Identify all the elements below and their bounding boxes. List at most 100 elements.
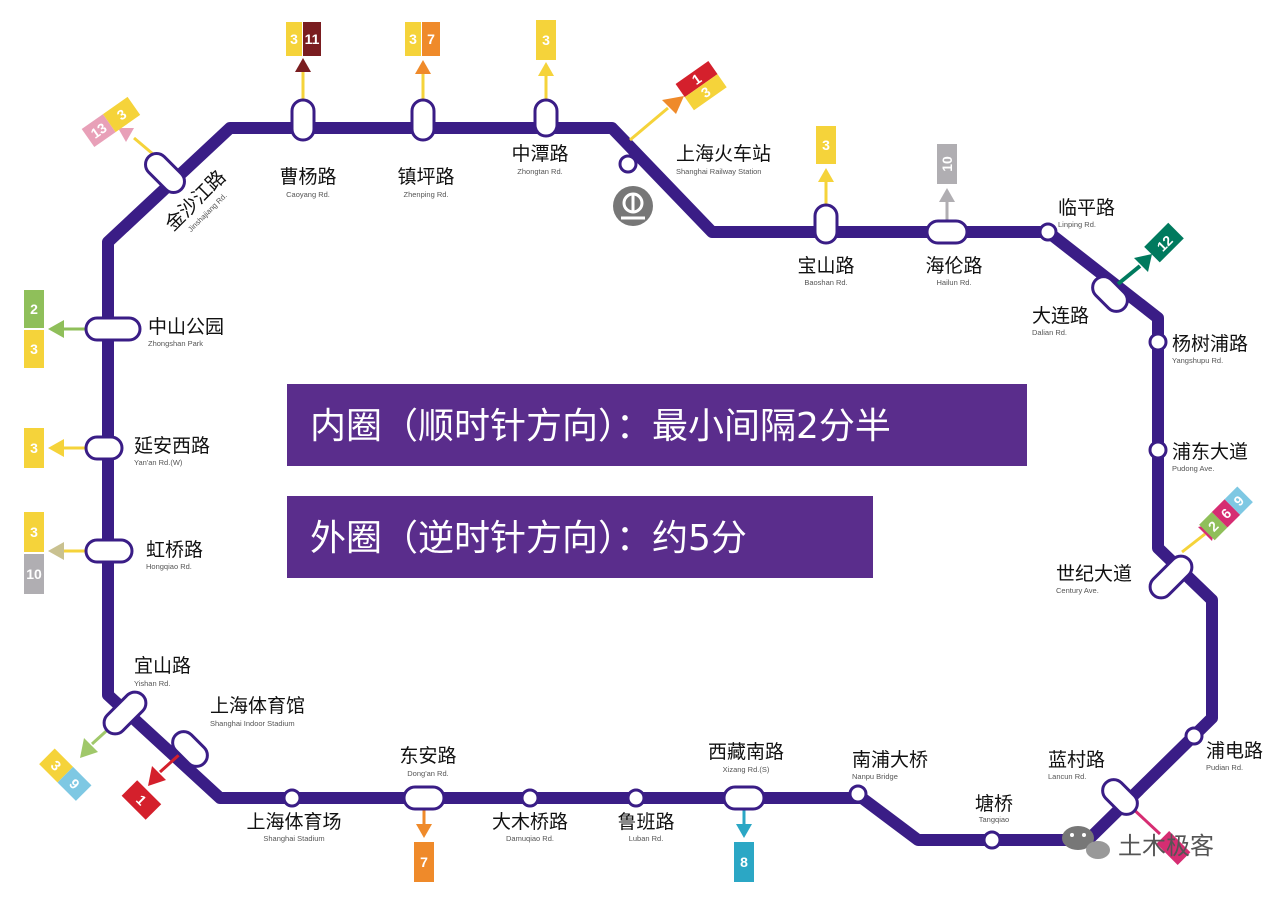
station-label-century: 世纪大道 Century Ave. [1056,563,1132,595]
station-label-hailun: 海伦路 Hailun Rd. [925,255,982,287]
station-label-nanpu: 南浦大桥 Nanpu Bridge [852,749,928,781]
svg-text:Yishan Rd.: Yishan Rd. [134,679,170,688]
station-label-dongan: 东安路 Dong'an Rd. [399,745,456,778]
transfer-baoshan: 3 [816,126,836,205]
station-marker-hailun[interactable] [925,219,969,245]
svg-text:Damuqiao Rd.: Damuqiao Rd. [506,834,554,843]
station-label-zhongshan: 中山公园 Zhongshan Park [148,316,224,348]
svg-text:临平路: 临平路 [1058,197,1115,219]
transfer-caoyang: 3 11 [286,22,321,100]
svg-text:大连路: 大连路 [1032,305,1089,327]
svg-text:Zhongshan Park: Zhongshan Park [148,339,203,348]
transfer-badge: 11 [305,31,320,47]
svg-text:Zhongtan Rd.: Zhongtan Rd. [517,167,562,176]
svg-text:海伦路: 海伦路 [925,255,982,277]
svg-text:Lancun Rd.: Lancun Rd. [1048,772,1086,781]
station-marker-nanpu[interactable] [848,784,868,804]
station-label-pudian: 浦电路 Pudian Rd. [1206,740,1263,772]
station-marker-dongan[interactable] [402,785,446,811]
station-marker-century[interactable] [1146,552,1197,603]
station-label-yishan: 宜山路 Yishan Rd. [134,655,191,688]
watermark: 土木极客 [1062,826,1214,860]
station-marker-dalian[interactable] [1088,272,1132,316]
svg-text:Pudong Ave.: Pudong Ave. [1172,464,1214,473]
station-label-yangshupu: 杨树浦路 Yangshupu Rd. [1172,333,1248,365]
station-label-caoyang: 曹杨路 Caoyang Rd. [279,166,336,199]
transfer-badge: 3 [30,440,38,456]
station-marker-damuqiao[interactable] [520,788,540,808]
station-marker-xizang[interactable] [722,785,766,811]
station-label-railway: 上海火车站 Shanghai Railway Station [676,143,771,176]
station-marker-pudian[interactable] [1184,726,1204,746]
svg-text:西藏南路: 西藏南路 [708,741,784,763]
station-label-damuqiao: 大木桥路 Damuqiao Rd. [492,811,568,843]
station-marker-railway[interactable] [618,154,638,174]
svg-text:Yan'an Rd.(W): Yan'an Rd.(W) [134,458,183,467]
transfer-hailun: 10 [937,144,957,222]
banner-outer-loop: 外圈（逆时针方向）：约5分 [287,496,873,578]
svg-text:南浦大桥: 南浦大桥 [852,749,928,771]
station-label-lancun: 蓝村路 Lancun Rd. [1048,749,1105,781]
svg-text:Dalian Rd.: Dalian Rd. [1032,328,1067,337]
transfer-badge: 2 [30,301,38,317]
station-marker-zhongtan[interactable] [533,98,559,138]
station-marker-pudong[interactable] [1148,440,1168,460]
station-marker-linping[interactable] [1038,222,1058,242]
station-marker-luban[interactable] [626,788,646,808]
station-marker-zhongshan[interactable] [84,316,142,342]
svg-text:中山公园: 中山公园 [148,316,224,338]
station-label-yanan: 延安西路 Yan'an Rd.(W) [134,435,210,467]
svg-text:鲁班路: 鲁班路 [617,811,674,833]
station-marker-indoor[interactable] [168,727,212,771]
railway-station-icon [613,186,653,226]
transfer-badge: 7 [427,31,435,47]
svg-text:Yangshupu Rd.: Yangshupu Rd. [1172,356,1223,365]
station-label-zhenping: 镇坪路 Zhenping Rd. [397,166,454,199]
svg-text:Shanghai Railway Station: Shanghai Railway Station [676,167,761,176]
svg-text:Shanghai Stadium: Shanghai Stadium [263,834,324,843]
station-label-pudong: 浦东大道 Pudong Ave. [1172,441,1248,473]
svg-text:Zhenping Rd.: Zhenping Rd. [403,190,448,199]
station-label-tangqiao: 塘桥 Tangqiao [975,793,1013,824]
svg-text:延安西路: 延安西路 [134,435,210,457]
station-marker-caoyang[interactable] [290,98,316,142]
banner-outer-text: 外圈（逆时针方向）：约5分 [310,518,747,559]
station-marker-yangshupu[interactable] [1148,332,1168,352]
transfer-badge: 3 [409,31,417,47]
svg-text:Century Ave.: Century Ave. [1056,586,1099,595]
station-marker-yanan[interactable] [84,435,124,461]
svg-text:Dong'an Rd.: Dong'an Rd. [407,769,448,778]
station-marker-hongqiao[interactable] [84,538,134,564]
svg-text:上海火车站: 上海火车站 [676,143,771,165]
svg-text:Hongqiao Rd.: Hongqiao Rd. [146,562,192,571]
transfer-badge: 3 [542,32,550,48]
station-marker-yishan[interactable] [100,688,151,739]
station-marker-tangqiao[interactable] [982,830,1002,850]
transfer-zhongtan: 3 [536,20,556,100]
station-label-hongqiao: 虹桥路 Hongqiao Rd. [146,539,203,571]
svg-text:浦东大道: 浦东大道 [1172,441,1248,463]
transfer-zhongshan: 2 3 [24,290,86,368]
svg-text:Pudian Rd.: Pudian Rd. [1206,763,1243,772]
station-label-baoshan: 宝山路 Baoshan Rd. [797,255,854,287]
transfer-yishan: 3 9 [39,722,116,801]
station-marker-lancun[interactable] [1098,775,1142,819]
transfer-jinshajiang: 13 3 [81,96,161,162]
transfer-dongan: 7 [414,800,434,882]
svg-text:宝山路: 宝山路 [797,255,854,277]
station-marker-baoshan[interactable] [813,203,839,245]
svg-text:大木桥路: 大木桥路 [492,811,568,833]
transfer-badge: 3 [30,341,38,357]
station-label-luban: 鲁班路 Luban Rd. [617,811,674,843]
banner-inner-loop: 内圈（顺时针方向）：最小间隔2分半 [287,384,1027,466]
station-marker-stadium[interactable] [282,788,302,808]
station-marker-jinshajiang[interactable] [141,149,189,197]
station-marker-zhenping[interactable] [410,98,436,142]
station-label-xizang: 西藏南路 Xizang Rd.(S) [708,741,784,774]
svg-text:Shanghai Indoor Stadium: Shanghai Indoor Stadium [210,719,295,728]
svg-text:世纪大道: 世纪大道 [1056,563,1132,585]
watermark-text: 土木极客 [1118,832,1214,860]
station-label-zhongtan: 中潭路 Zhongtan Rd. [511,143,568,176]
svg-text:Xizang Rd.(S): Xizang Rd.(S) [723,765,770,774]
